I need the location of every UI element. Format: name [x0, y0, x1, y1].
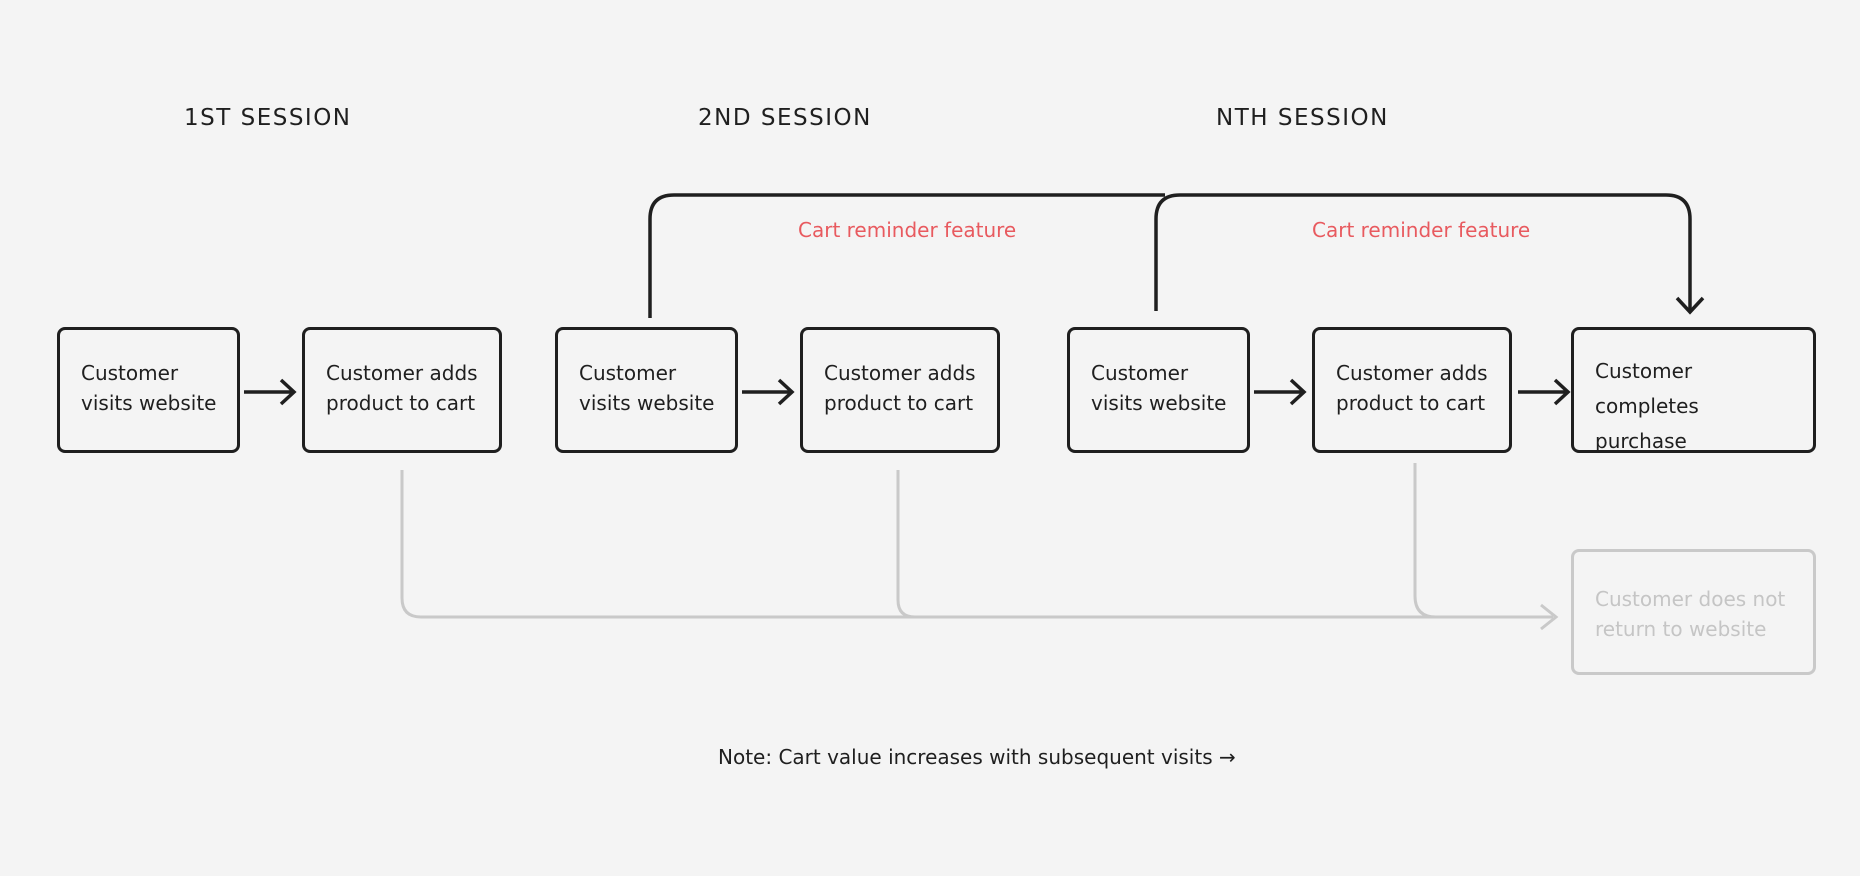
step-text-line: Customer [1091, 361, 1189, 385]
flow-arrow-2 [742, 378, 795, 406]
step-text-line: Customer adds [326, 361, 478, 385]
step-text-line: Customer [579, 361, 677, 385]
flow-arrow-4 [1518, 378, 1571, 406]
step-no-return: Customer does not return to website [1571, 549, 1816, 675]
step-add-to-cart-session-2: Customer adds product to cart [800, 327, 1000, 453]
step-text-line: product to cart [824, 391, 974, 415]
step-text-line: visits website [1091, 391, 1227, 415]
session-title-2: 2ND SESSION [698, 105, 872, 131]
cart-reminder-label-2: Cart reminder feature [1312, 218, 1531, 242]
step-visit-session-1: Customer visits website [57, 327, 240, 453]
session-title-n: NTH SESSION [1216, 105, 1389, 131]
step-text-line: visits website [579, 391, 715, 415]
step-visit-session-n: Customer visits website [1067, 327, 1250, 453]
session-title-1: 1ST SESSION [184, 105, 352, 131]
step-text-line: Customer adds [1336, 361, 1488, 385]
drop-off-path-session-n [1413, 463, 1437, 619]
step-text-line: Customer [81, 361, 179, 385]
drop-off-path-session-1 [400, 470, 1553, 619]
step-text-line: Customer completes [1595, 359, 1699, 418]
step-text-line: Customer adds [824, 361, 976, 385]
step-text-line: visits website [81, 391, 217, 415]
step-add-to-cart-session-n: Customer adds product to cart [1312, 327, 1512, 453]
flow-arrow-1 [244, 378, 297, 406]
step-add-to-cart-session-1: Customer adds product to cart [302, 327, 502, 453]
footnote: Note: Cart value increases with subseque… [718, 745, 1236, 769]
step-text-line: Customer does not [1595, 587, 1786, 611]
step-text-line: return to website [1595, 617, 1767, 641]
step-text-line: product to cart [326, 391, 476, 415]
flow-arrow-3 [1254, 378, 1307, 406]
step-text-line: purchase [1595, 429, 1687, 453]
cart-reminder-label-1: Cart reminder feature [798, 218, 1017, 242]
drop-off-path-session-2 [896, 470, 916, 619]
reminder-loop-session-2 [648, 193, 1165, 318]
drop-off-arrowhead [1540, 603, 1559, 631]
reminder-arrowhead [1675, 296, 1705, 315]
step-complete-purchase: Customer completes purchase [1571, 327, 1816, 453]
step-text-line: product to cart [1336, 391, 1486, 415]
step-visit-session-2: Customer visits website [555, 327, 738, 453]
reminder-loop-session-n [1154, 193, 1692, 312]
